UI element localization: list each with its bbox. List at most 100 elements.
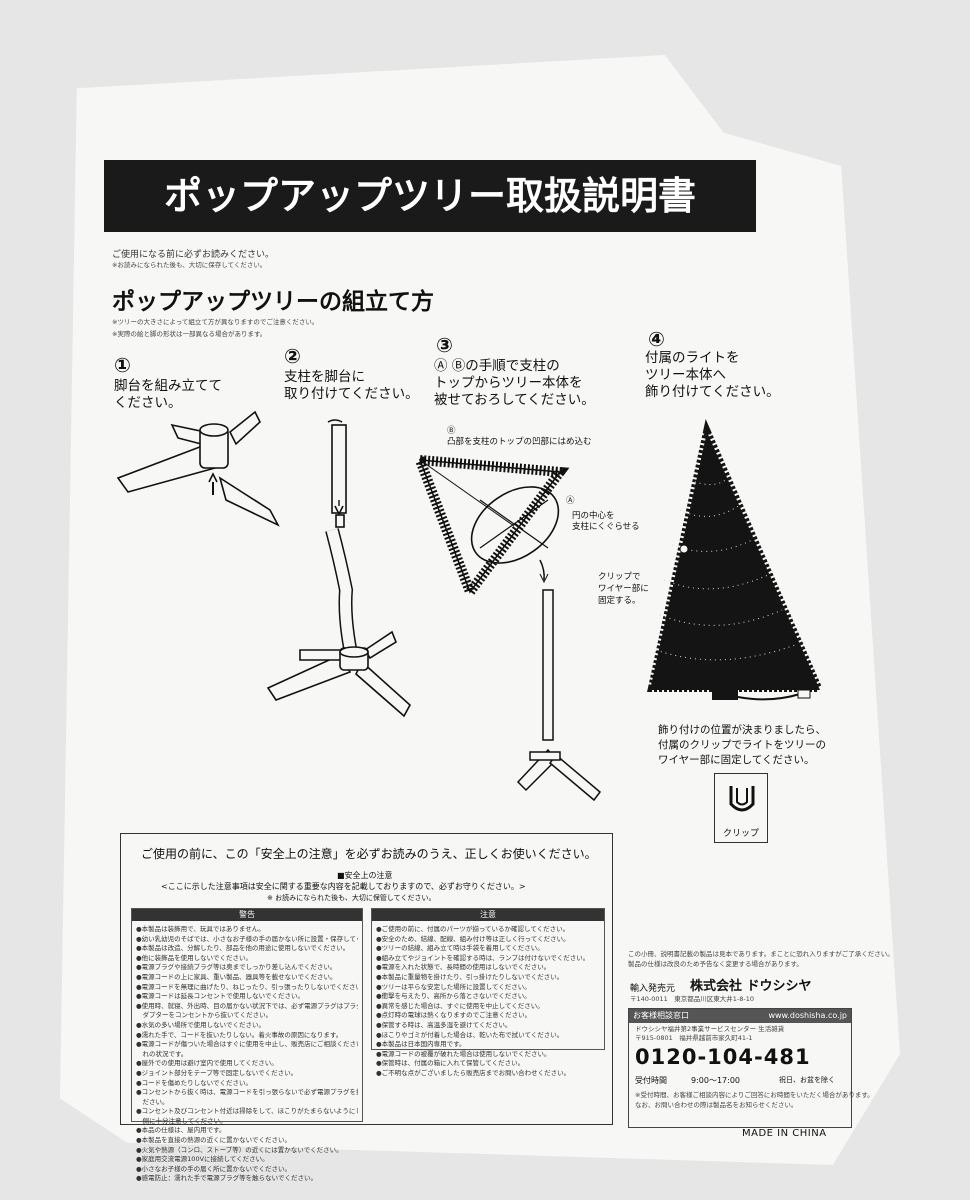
warning-item: ●コードを傷めたりしないでください。: [136, 1078, 252, 1087]
warning-item: ●本製品は装飾用で、玩具ではありません。: [136, 925, 265, 933]
caution-list: ●ご使用の前に、付属のパーツが揃っているか確認してください。●安全のため、結線、…: [376, 925, 600, 1079]
assembly-note-2: ※実際の絵と脚の形状は一部異なる場合があります。: [112, 330, 267, 338]
caution-heading: 注意: [372, 909, 604, 921]
clip-icon: [729, 786, 755, 812]
warning-item: ●コンセントから抜く時は、電源コードを引っ張らないで必ず電源プラグを持って抜いて…: [136, 1088, 358, 1097]
hours: 9:00～17:00: [691, 1076, 741, 1085]
caution-headline: ご使用の前に、この「安全上の注意」を必ずお読みのうえ、正しくお使いください。: [141, 847, 597, 861]
step-2-number: ②: [284, 344, 301, 368]
customer-service-box: お客様相談窓口 www.doshisha.co.jp ドウシシヤ福井第2事業サー…: [628, 1008, 874, 1128]
service-center: ドウシシヤ福井第2事業サービスセンター 生活雑貨: [635, 1025, 785, 1033]
warning-item: ●他に装飾品を使用しないでください。: [136, 953, 252, 962]
warning-item: 側に十分注意してください。: [136, 1116, 227, 1125]
step-1-stand-illustration: [116, 410, 280, 527]
caution-item: ●安全のため、結線、配線、組み付け等は正しく行ってください。: [376, 934, 570, 943]
warning-item: ダプターをコンセントから抜いてください。: [136, 1011, 273, 1020]
company-fine-3: ※受付時間、お客様ご相談内容によりご回答にお時間をいただく場合があります。: [635, 1091, 874, 1099]
holidays: 祝日、お盆を除く: [779, 1076, 835, 1084]
safety-caution-box: ご使用の前に、この「安全上の注意」を必ずお読みのうえ、正しくお使いください。 ■…: [120, 833, 613, 1182]
step-3-text-1: Ⓐ Ⓑの手順で支柱の: [434, 358, 560, 374]
caution-item: ●ツリーは平らな安定した場所に設置してください。: [376, 982, 531, 991]
caution-item: ●保管する時は、高温多湿を避けてください。: [376, 1020, 512, 1029]
step-4-after-1: 飾り付けの位置が決まりましたら、: [658, 724, 826, 736]
caution-subtitle-2: ※ お読みになられた後も、大切に保管してください。: [267, 894, 436, 902]
warning-item: ●幼い乳幼児のそばでは、小さなお子様の手の届かない所に設置・保存してください。: [136, 934, 358, 943]
warning-item: ●感電防止：濡れた手で電源プラグ等を触らないでください。: [136, 1174, 317, 1183]
caution-item: ●ほこりやゴミが付着した場合は、乾いた布で拭いてください。: [376, 1030, 564, 1039]
step-1-text-1: 脚台を組み立てて: [114, 378, 222, 394]
step-1-text-2: ください。: [114, 395, 182, 411]
warning-item: ●濡れた手で、コードを抜いたりしない。着火事故の原因になります。: [136, 1030, 343, 1039]
warning-item: ●本製品は改造、分解したり、部品を他の用途に使用しないでください。: [136, 944, 350, 953]
caution-item: ●保管時は、付属の箱に入れて保管してください。: [376, 1059, 525, 1068]
step-2-text-2: 取り付けてください。: [284, 386, 419, 402]
company-name: 株式会社 ドウシシヤ: [690, 979, 812, 994]
company-website: www.doshisha.co.jp: [768, 1011, 847, 1020]
made-in-label: MADE IN CHINA: [742, 1128, 827, 1139]
step-4-after-2: 付属のクリップでライトをツリーの: [658, 739, 826, 751]
warning-item: ●水気の多い場所で使用しないでください。: [136, 1020, 265, 1029]
warning-item: ●本品の仕様は、屋内用です。: [136, 1126, 226, 1135]
clip-label-box: クリップ: [714, 773, 768, 843]
phone-number: 0120-104-481: [635, 1045, 811, 1069]
service-center-address: 〒915-0801 福井県越前市家久町41-1: [635, 1034, 753, 1042]
caution-item: ●電源を入れた状態で、長時間の使用はしないでください。: [376, 963, 551, 972]
warning-item: ●火気や熱源（コンロ、ストーブ等）の近くには置かないでください。: [136, 1145, 343, 1154]
caution-item: ●ツリーの結線、組み立て時は手袋を着用してください。: [376, 944, 544, 953]
step-3-marker-b: Ⓑ: [447, 426, 456, 436]
step-4-text-3: 飾り付けてください。: [645, 384, 780, 400]
step-2-text-1: 支柱を脚台に: [284, 369, 365, 385]
caution-subtitle-1: <ここに示した注意事項は安全に関する重要な内容を記載しておりますので、必ずお守り…: [161, 882, 526, 891]
step-4-clip-note-1: クリップで: [598, 572, 641, 582]
caution-item: ●本製品は日本国内専用です。: [376, 1040, 466, 1049]
caution-item: ●組み立てやジョイントを確認する時は、ランプは付けないでください。: [376, 953, 590, 962]
clip-label: クリップ: [722, 829, 759, 839]
inquiry-label: お客様相談窓口: [633, 1011, 689, 1020]
company-fine-4: なお、お問い合わせの際は製品名をお知らせください。: [635, 1101, 798, 1109]
step-3-tree-illustration: [412, 454, 602, 802]
warning-item: ●本製品を直接の熱源の近くに置かないでください。: [136, 1136, 291, 1145]
caution-item: ●点灯時の電球は熱くなりますのでご注意ください。: [376, 1011, 532, 1020]
caution-item: ●異常を感じた場合は、すぐに使用を中止してください。: [376, 1001, 544, 1010]
warning-item: ●電源コードが傷ついた場合はすぐに使用を中止し、販売店にご相談ください。: [136, 1040, 358, 1049]
step-4-clip-note-2: ワイヤー部に: [598, 584, 649, 594]
warning-item: ●電源コードの上に家具、重い製品、器具等を載せないでください。: [136, 972, 337, 981]
step-3-note-a-2: 支柱にくぐらせる: [572, 522, 640, 532]
warning-item: ●小さなお子様の手の届く所に置かないでください。: [136, 1164, 291, 1173]
company-address: 〒140-0011 東京都品川区東大井1-8-10: [630, 995, 755, 1003]
caution-item: ●衝撃を与えたり、高所から落とさないでください。: [376, 992, 531, 1001]
caution-item: ●ご不明な点がございましたら販売店までお問い合わせください。: [376, 1068, 571, 1077]
warning-panel: 警告 ●本製品は装飾用で、玩具ではありません。●幼い乳幼児のそばでは、小さなお子…: [131, 908, 363, 1182]
company-fine-1: この小冊、説明書記載の製品は見本であります。まことに恐れ入りますがご了承ください…: [628, 950, 894, 958]
warning-item: ●電源プラグや接続プラグ等は奥までしっかり差し込んでください。: [136, 963, 337, 972]
step-3-note-b: 凸部を支柱のトップの凹部にはめ込む: [447, 437, 592, 447]
caution-item: ●電源コードの被覆が破れた場合は使用しないでください。: [376, 1049, 551, 1058]
warning-item: ●電源コードは延長コンセントで使用しないでください。: [136, 992, 304, 1001]
intro-line-2: ※お読みになられた後も、大切に保存してください。: [112, 261, 267, 269]
step-4-text-2: ツリー本体へ: [645, 367, 726, 383]
caution-panel: 注意 ●ご使用の前に、付属のパーツが揃っているか確認してください。●安全のため、…: [371, 908, 605, 1077]
hours-label: 受付時間: [635, 1076, 667, 1085]
step-4-after-3: ワイヤー部に固定してください。: [658, 754, 815, 766]
step-3-marker-a: Ⓐ: [566, 496, 575, 506]
step-4-clip-note-3: 固定する。: [598, 596, 641, 606]
warning-item: ●使用時、就寝、外出時、目の届かない状況下では、必ず電源プラグはプラグ付きア: [136, 1001, 358, 1010]
step-4-tree-illustration: [647, 418, 825, 701]
step-3-number: ③: [436, 333, 453, 357]
step-4-number: ④: [648, 327, 665, 351]
warning-heading: 警告: [132, 909, 362, 921]
warning-item: ださい。: [136, 1097, 169, 1106]
warning-item: ●コンセント及びコンセント付近は掃除をして、ほこりがたまらないようにしてください…: [136, 1107, 358, 1116]
warning-list: ●本製品は装飾用で、玩具ではありません。●幼い乳幼児のそばでは、小さなお子様の手…: [136, 925, 358, 1184]
manual-title: ポップアップツリー取扱説明書: [104, 160, 756, 232]
importer-label: 輸入発売元: [630, 984, 676, 994]
step-1-number: ①: [114, 353, 131, 377]
step-3-text-2: トップからツリー本体を: [434, 375, 583, 391]
warning-item: ●家庭用交流電源100Vに接続してください。: [136, 1155, 269, 1164]
caution-item: ●ご使用の前に、付属のパーツが揃っているか確認してください。: [376, 925, 570, 933]
step-3-text-3: 被せておろしてください。: [434, 392, 595, 408]
caution-section-title: ■安全上の注意: [337, 871, 393, 880]
company-fine-2: 製品の仕様は改良のため予告なく変更する場合があります。: [628, 960, 803, 968]
intro-line-1: ご使用になる前に必ずお読みください。: [112, 250, 275, 260]
caution-item: ●本製品に重量物を掛けたり、引っ掛けたりしないでください。: [376, 972, 564, 981]
